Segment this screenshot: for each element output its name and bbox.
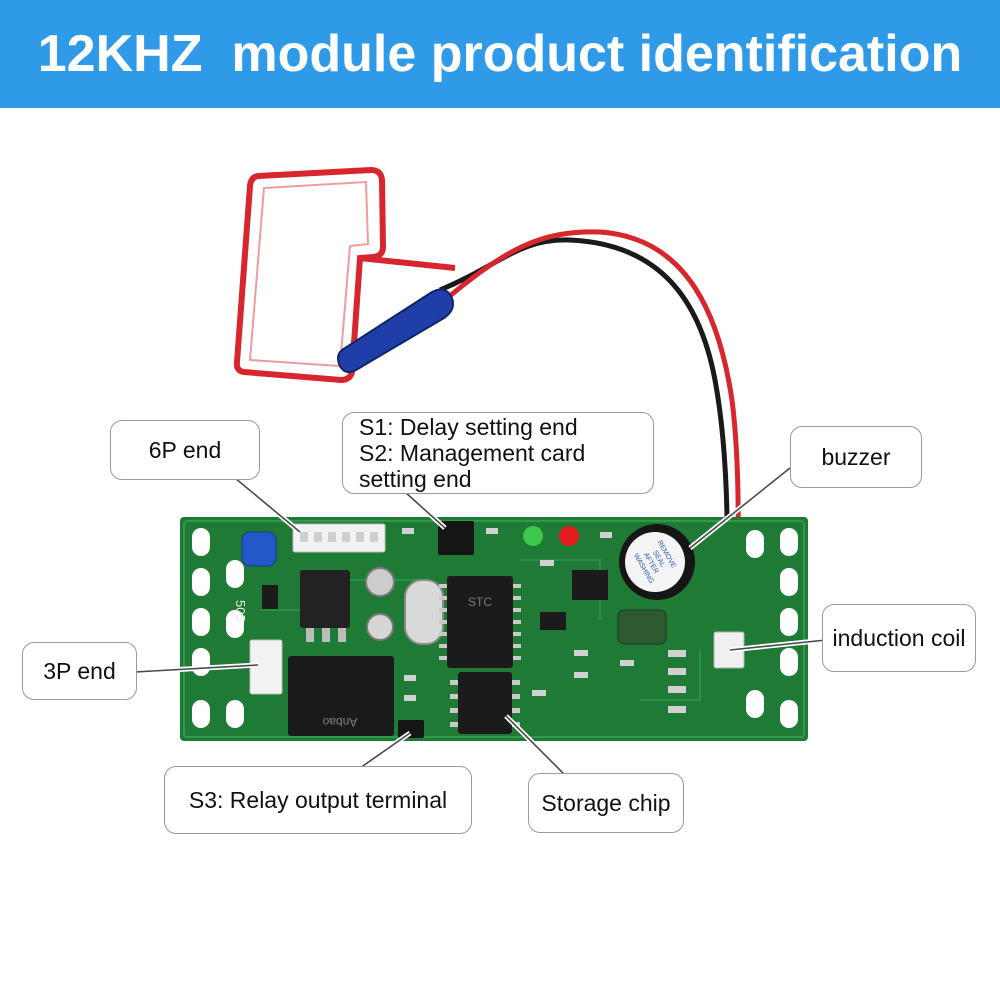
callout-s3-relay-label: S3: Relay output terminal — [188, 786, 448, 813]
callout-induction-coil: induction coil — [822, 604, 976, 672]
callout-s1-s2: S1: Delay setting end S2: Management car… — [342, 412, 654, 494]
callout-s1-line: S1: Delay setting end — [359, 414, 578, 440]
page-title: 12KHZ module product identification — [37, 25, 963, 83]
relay-label: Anbao — [322, 715, 357, 729]
callout-storage-chip-label: Storage chip — [541, 789, 671, 816]
callout-storage-chip: Storage chip — [528, 773, 684, 833]
module-diagram: STC REMOVE SEAL AFTER WASHING Anbao — [134, 166, 827, 778]
coil-sleeve — [337, 288, 454, 373]
header-banner: 12KHZ module product identification — [0, 0, 1000, 108]
main-chip — [447, 576, 513, 668]
callout-s2-line: S2: Management card — [359, 440, 586, 466]
antenna-coil — [233, 166, 456, 384]
main-chip-label: STC — [468, 595, 492, 609]
callout-3p-end-label: 3P end — [43, 657, 116, 684]
callout-6p-end-label: 6P end — [148, 436, 222, 463]
callout-s3-relay: S3: Relay output terminal — [164, 766, 472, 834]
pcb-board: STC REMOVE SEAL AFTER WASHING Anbao — [180, 517, 808, 741]
callout-buzzer: buzzer — [790, 426, 922, 488]
callout-leader-lines-dark — [134, 467, 827, 777]
pcb-silkscreen: 505 — [233, 600, 248, 622]
callout-s2-line-cont: setting end — [359, 466, 472, 492]
callout-buzzer-label: buzzer — [821, 443, 891, 470]
callout-3p-end: 3P end — [22, 642, 137, 700]
callout-induction-coil-label: induction coil — [832, 624, 966, 651]
callout-6p-end: 6P end — [110, 420, 260, 480]
